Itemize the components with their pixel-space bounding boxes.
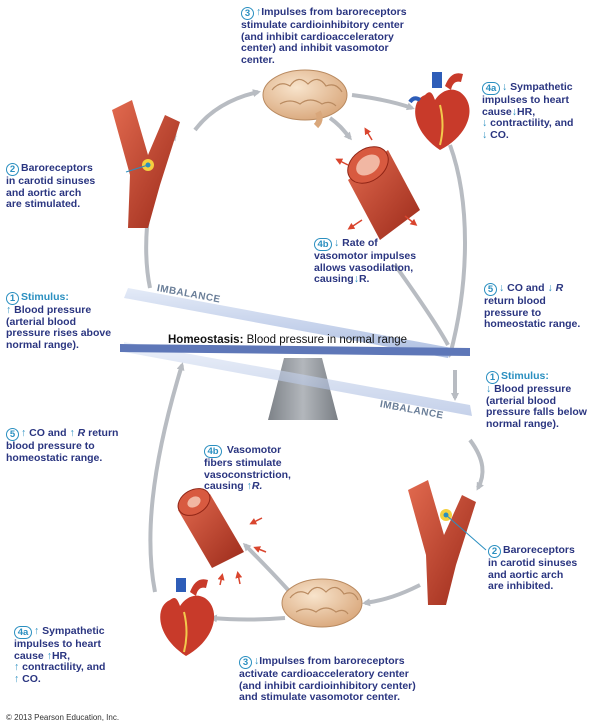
constriction-arrow: [217, 573, 225, 586]
vessel-dilated-icon: [335, 127, 420, 240]
seesaw: [120, 288, 472, 420]
up-arrow-icon: ↑: [69, 427, 75, 439]
brain-bottom-icon: [281, 578, 363, 628]
down-arrow-icon: ↓: [486, 383, 492, 395]
top-cycle-arrow-6: [393, 263, 450, 346]
dilation-arrow: [347, 219, 363, 230]
up-arrow-icon: ↑: [256, 6, 262, 18]
down-arrow-icon: ↓: [511, 105, 518, 118]
dilation-arrow: [364, 127, 373, 141]
constriction-arrow: [253, 546, 267, 553]
brain-top-icon: [262, 69, 348, 129]
down-arrow-icon: ↓: [499, 282, 505, 294]
homeostasis-label: Homeostasis: Blood pressure in normal ra…: [168, 334, 408, 346]
bottom-cycle-arrow-5: [148, 362, 185, 593]
copyright: © 2013 Pearson Education, Inc.: [6, 713, 120, 722]
top-cycle-arrow-5: [328, 116, 352, 141]
top-cycle-arrow-3: [351, 93, 415, 111]
down-arrow-icon: ↓: [547, 282, 553, 294]
top-cycle-arrow-4: [447, 144, 467, 358]
up-arrow-icon: ↑: [46, 649, 52, 662]
top-step3-label: 3↑Impulses from baroreceptors stimulate …: [241, 6, 407, 66]
up-arrow-icon: ↑: [6, 304, 12, 316]
bottom-cycle-arrow-3: [362, 583, 421, 607]
up-arrow-icon: ↑: [14, 661, 20, 674]
heart-top-icon: [408, 72, 470, 150]
constriction-arrow: [249, 517, 263, 525]
carotid-bottom-icon: [408, 480, 487, 605]
dilation-arrow: [404, 215, 418, 226]
up-arrow-icon: ↑: [34, 625, 40, 637]
down-arrow-icon: ↓: [482, 117, 488, 130]
heart-bottom-icon: [160, 578, 215, 656]
top-cycle-arrow-2: [193, 89, 261, 132]
down-arrow-icon: ↓: [254, 655, 260, 667]
up-arrow-icon: ↑: [246, 480, 252, 493]
top-step4a-label: 4a↓ Sympathetic impulses to heart cause↓…: [482, 81, 574, 141]
bottom-cycle-arrow-6: [242, 542, 292, 594]
beam-horizontal: [120, 344, 470, 356]
bottom-step4a-label: 4a↑ Sympathetic impulses to heart cause …: [14, 625, 106, 685]
vessel-constricted-icon: [177, 488, 267, 586]
down-arrow-icon: ↓: [482, 128, 488, 141]
carotid-top-icon: [112, 100, 180, 228]
down-arrow-icon: ↓: [353, 273, 359, 286]
up-arrow-icon: ↑: [21, 427, 27, 439]
dilation-arrow: [335, 158, 349, 166]
bottom-cycle-arrow-2: [468, 438, 485, 491]
beam-bottom-imbalance: [124, 342, 472, 416]
bottom-step3-label: 3↓Impulses from baroreceptors activate c…: [239, 655, 416, 704]
beam-top-imbalance: [124, 288, 452, 358]
up-arrow-icon: ↑: [14, 672, 20, 685]
down-arrow-icon: ↓: [502, 81, 508, 93]
constriction-arrow: [235, 571, 243, 585]
down-arrow-icon: ↓: [334, 237, 340, 249]
bottom-cycle-arrow-4: [209, 614, 286, 623]
